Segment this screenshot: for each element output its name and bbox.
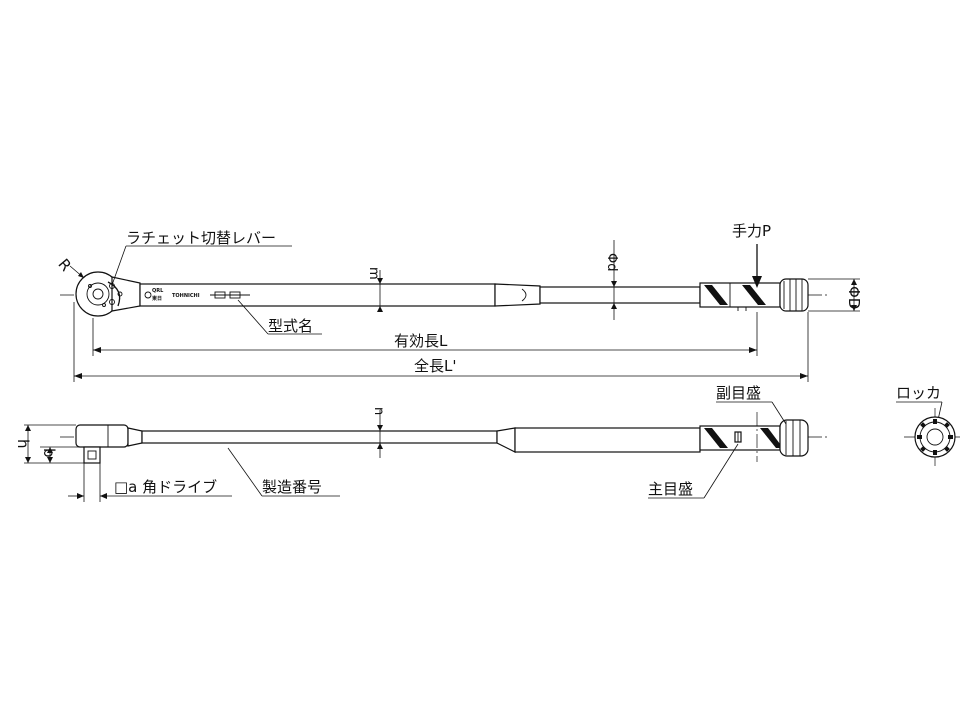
scale-stripe <box>704 428 728 448</box>
scale-stripe <box>742 285 766 305</box>
wrench-top-view: QRL 東日 TOHNICHI <box>60 271 830 317</box>
handle-body-side <box>141 425 781 453</box>
ratchet-head-top <box>75 271 141 317</box>
label-effective-length: 有効長L <box>394 332 448 350</box>
ratchet-switch-lever <box>107 281 121 307</box>
label-hand-force: 手力P <box>732 222 771 240</box>
scale-stripe <box>760 428 780 448</box>
label-ratchet-lever: ラチェット切替レバー <box>126 229 276 247</box>
grip-knob-top <box>779 278 809 312</box>
label-square-drive: □a 角ドライブ <box>114 478 217 496</box>
locker-end-view: ロッカ <box>896 384 960 466</box>
dim-m: m <box>366 267 381 280</box>
grip-knob-side <box>779 419 809 457</box>
dim-phi-d: Φd <box>604 253 619 271</box>
label-locker: ロッカ <box>896 384 941 402</box>
label-model-name: 型式名 <box>268 317 313 335</box>
ratchet-head-side <box>75 424 143 464</box>
label-sub-scale: 副目盛 <box>716 384 761 402</box>
brand-kanji-text: 東日 <box>152 295 162 302</box>
label-serial-number: 製造番号 <box>262 478 322 496</box>
brand-mark: QRL 東日 TOHNICHI <box>144 288 250 302</box>
label-main-scale: 主目盛 <box>648 480 693 498</box>
dim-R: R <box>54 255 74 275</box>
label-total-length: 全長L' <box>414 357 456 375</box>
dim-n: n <box>371 407 386 415</box>
handle-body-top <box>139 282 781 311</box>
side-annotations: n h b □a 角ドライブ 製造番号 副目盛 主目盛 <box>14 384 787 502</box>
wrench-side-view <box>60 419 830 464</box>
brand-latin-text: TOHNICHI <box>172 293 200 299</box>
brand-small-text: QRL <box>152 288 164 294</box>
scale-stripe <box>704 285 728 305</box>
dim-h: h <box>14 439 32 449</box>
